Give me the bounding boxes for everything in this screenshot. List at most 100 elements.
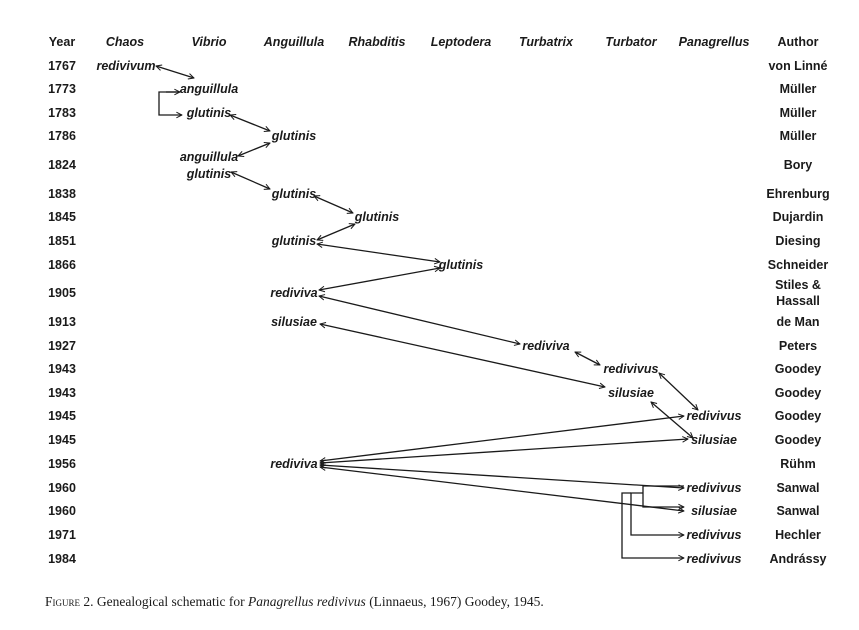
taxon-label-1866-leptodera: glutinis <box>438 258 483 272</box>
lineage-arrows <box>156 66 698 558</box>
header-vibrio: Vibrio <box>192 35 227 49</box>
author-cell: Ehrenburg <box>766 187 829 201</box>
bracket-1960-to-1984 <box>621 492 684 558</box>
year-column: 1767 1773 1783 1786 1824 1838 1845 1851 … <box>48 59 76 566</box>
year-cell: 1943 <box>48 362 76 376</box>
header-rhabditis: Rhabditis <box>349 35 406 49</box>
author-cell: Goodey <box>775 386 822 400</box>
taxon-label-1783-vibrio: glutinis <box>186 106 231 120</box>
author-cell: Müller <box>780 82 817 96</box>
author-cell: Goodey <box>775 433 822 447</box>
arrow-1783-to-1786 <box>230 115 270 131</box>
year-cell: 1786 <box>48 129 76 143</box>
arrow-1767-to-1773 <box>156 66 194 78</box>
figure-caption: Figure 2. Genealogical schematic for Pan… <box>45 594 544 610</box>
author-cell: Goodey <box>775 409 822 423</box>
header-turbatrix: Turbatrix <box>519 35 574 49</box>
taxon-label-1945-panagrellus-redivivus: redivivus <box>687 409 742 423</box>
author-cell: Dujardin <box>773 210 824 224</box>
author-cell: Sanwal <box>776 481 819 495</box>
author-column: von Linné Müller Müller Müller Bory Ehre… <box>766 59 829 566</box>
year-cell: 1851 <box>48 234 76 248</box>
arrow-1838-to-1845 <box>314 196 353 213</box>
bracket-1960-to-1971 <box>630 492 684 535</box>
arrow-1866-to-1905 <box>319 268 440 290</box>
arrow-1956-to-1945-redivivus <box>320 416 684 461</box>
year-cell: 1767 <box>48 59 76 73</box>
year-cell: 1960 <box>48 504 76 518</box>
taxon-label-1767-chaos: redivivum <box>96 59 155 73</box>
author-cell: Müller <box>780 106 817 120</box>
author-cell: Sanwal <box>776 504 819 518</box>
header-turbator: Turbator <box>605 35 657 49</box>
author-cell: Müller <box>780 129 817 143</box>
header-leptodera: Leptodera <box>431 35 491 49</box>
caption-text-before: . Genealogical schematic for <box>90 594 248 609</box>
author-cell: Peters <box>779 339 817 353</box>
arrow-1956-to-1945-silusiae <box>320 439 688 463</box>
header-anguillula: Anguillula <box>263 35 324 49</box>
column-headers: Year Chaos Vibrio Anguillula Rhabditis L… <box>49 35 819 49</box>
author-cell: de Man <box>776 315 819 329</box>
author-cell: Hechler <box>775 528 821 542</box>
bracket-1773-1783 <box>158 91 182 115</box>
arrow-1824-to-1838 <box>231 172 270 189</box>
year-cell: 1943 <box>48 386 76 400</box>
taxon-label-1960-panagrellus-silusiae: silusiae <box>691 504 737 518</box>
year-cell: 1960 <box>48 481 76 495</box>
taxon-label-1943-turbator-redivivus: redivivus <box>604 362 659 376</box>
taxon-label-1824-vibrio-anguillula: anguillula <box>180 150 238 164</box>
year-cell: 1913 <box>48 315 76 329</box>
figure-label: Figure 2 <box>45 594 91 609</box>
taxon-label-1786-anguillula: glutinis <box>271 129 316 143</box>
header-panagrellus: Panagrellus <box>679 35 750 49</box>
year-cell: 1773 <box>48 82 76 96</box>
taxon-label-1984-panagrellus: redivivus <box>687 552 742 566</box>
taxon-label-1956-anguillula: rediviva <box>270 457 317 471</box>
taxon-label-1927-turbatrix: rediviva <box>522 339 569 353</box>
arrow-1956-to-1960-redivivus <box>320 465 684 488</box>
author-cell: Andrássy <box>770 552 827 566</box>
taxon-label-1971-panagrellus: redivivus <box>687 528 742 542</box>
taxon-label-1960-panagrellus-redivivus: redivivus <box>687 481 742 495</box>
caption-species: Panagrellus redivivus <box>247 594 366 609</box>
year-cell: 1956 <box>48 457 76 471</box>
taxon-label-1824-vibrio-glutinis: glutinis <box>186 167 231 181</box>
taxon-label-1838-anguillula: glutinis <box>271 187 316 201</box>
year-cell: 1945 <box>48 409 76 423</box>
year-cell: 1971 <box>48 528 76 542</box>
taxon-label-1851-anguillula: glutinis <box>271 234 316 248</box>
author-cell-line2: Hassall <box>776 294 820 308</box>
year-cell: 1866 <box>48 258 76 272</box>
arrow-1913-to-1943-silusiae <box>320 324 605 387</box>
year-cell: 1945 <box>48 433 76 447</box>
year-cell: 1927 <box>48 339 76 353</box>
year-cell: 1824 <box>48 158 76 172</box>
arrow-1845-to-1851 <box>317 224 355 240</box>
arrow-1905-to-1927 <box>319 296 520 344</box>
author-cell: Diesing <box>775 234 820 248</box>
year-cell: 1783 <box>48 106 76 120</box>
author-cell: Rühm <box>780 457 815 471</box>
taxon-label-1945-panagrellus-silusiae: silusiae <box>691 433 737 447</box>
taxon-label-1905-anguillula: rediviva <box>270 286 317 300</box>
header-year: Year <box>49 35 76 49</box>
header-chaos: Chaos <box>106 35 144 49</box>
year-cell: 1905 <box>48 286 76 300</box>
bracket-1960-redivivus-to-silusiae <box>642 485 684 507</box>
author-cell: Goodey <box>775 362 822 376</box>
year-cell: 1838 <box>48 187 76 201</box>
taxon-label-1845-rhabditis: glutinis <box>354 210 399 224</box>
arrow-1927-to-1943-redivivus <box>575 351 600 366</box>
arrow-1786-to-1824 <box>238 143 270 156</box>
author-cell: Schneider <box>768 258 829 272</box>
author-cell: Bory <box>784 158 813 172</box>
year-cell: 1845 <box>48 210 76 224</box>
author-cell: Stiles & <box>775 278 821 292</box>
header-author: Author <box>778 35 819 49</box>
arrow-1943-to-1945-redivivus <box>659 373 698 410</box>
taxon-name-labels: redivivum anguillula glutinis glutinis a… <box>96 59 741 566</box>
arrow-1851-to-1866 <box>317 244 440 262</box>
taxon-label-1913-anguillula: silusiae <box>271 315 317 329</box>
